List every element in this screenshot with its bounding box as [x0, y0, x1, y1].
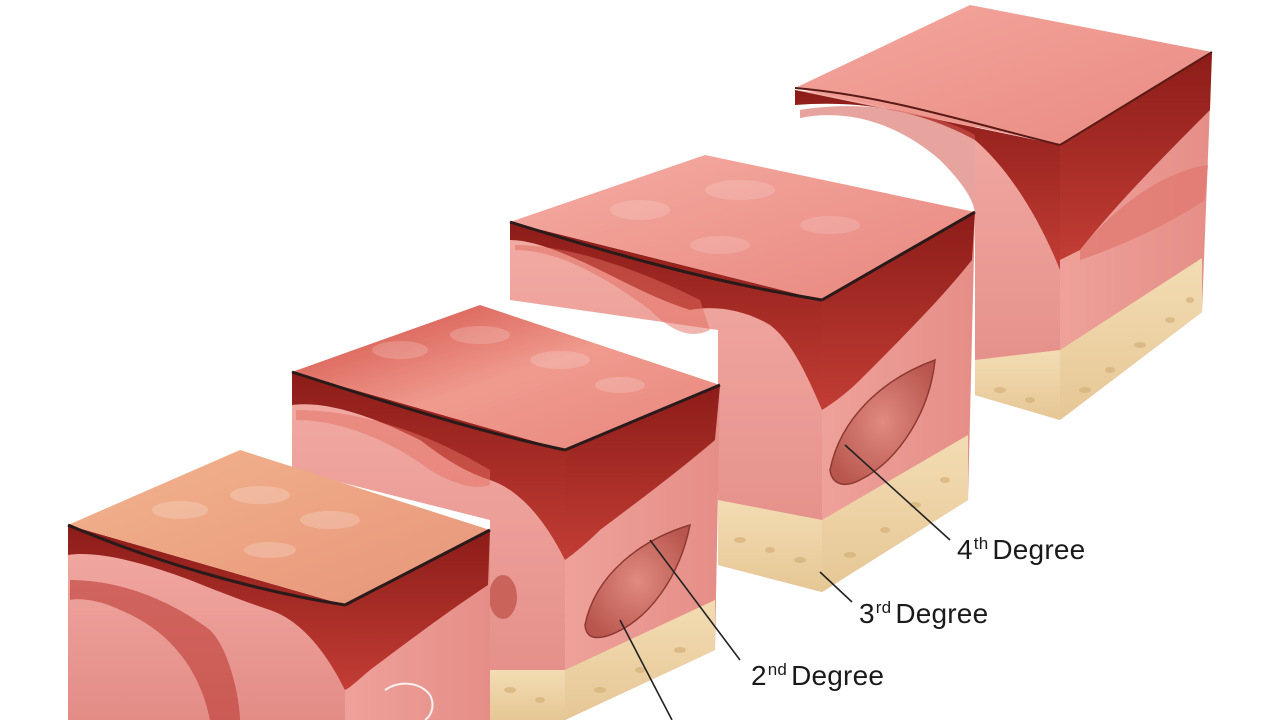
block2-fat-front — [490, 670, 565, 720]
label-third-word: Degree — [895, 598, 989, 629]
block4-top — [795, 5, 1212, 145]
label-fourth-number: 4 — [957, 534, 973, 565]
block3-burn-front — [510, 222, 822, 410]
block4-front — [795, 90, 1060, 420]
block4-fat-side — [1060, 258, 1202, 420]
skin-block-first-degree — [67, 450, 491, 720]
skin-block-second-degree — [291, 305, 721, 720]
label-second-suffix: nd — [767, 660, 788, 679]
block1-burn-side — [345, 530, 490, 690]
block3-top — [510, 155, 975, 300]
block4-burn-front — [795, 90, 1060, 270]
block4-fat-front — [975, 350, 1060, 420]
block2-burn-front — [292, 372, 565, 560]
leader-line-third — [819, 571, 853, 603]
block1-burn-front — [68, 525, 345, 690]
leader-line-second-b — [619, 619, 673, 720]
block3-front — [510, 225, 822, 592]
block2-top — [292, 305, 720, 450]
block1-top — [68, 450, 490, 605]
label-fourth-suffix: th — [973, 534, 989, 553]
block4-burn-side — [1060, 52, 1212, 260]
block2-burn-side — [565, 385, 720, 560]
label-second-number: 2 — [751, 660, 767, 691]
skin-block-fourth-degree — [794, 5, 1213, 420]
block3-burn-side — [822, 212, 975, 410]
block3-fat-side — [822, 435, 968, 592]
label-second-word: Degree — [791, 660, 885, 691]
label-third-number: 3 — [859, 598, 875, 629]
leader-line-second-a — [649, 539, 741, 661]
leader-line-fourth — [844, 444, 951, 541]
skin-block-third-degree — [509, 155, 976, 592]
block3-fat-front — [718, 500, 822, 592]
block1-front — [68, 525, 345, 720]
block3-lesion — [829, 358, 936, 486]
block2-lesion — [584, 523, 691, 639]
label-third-suffix: rd — [875, 598, 892, 617]
label-fourth-word: Degree — [992, 534, 1086, 565]
